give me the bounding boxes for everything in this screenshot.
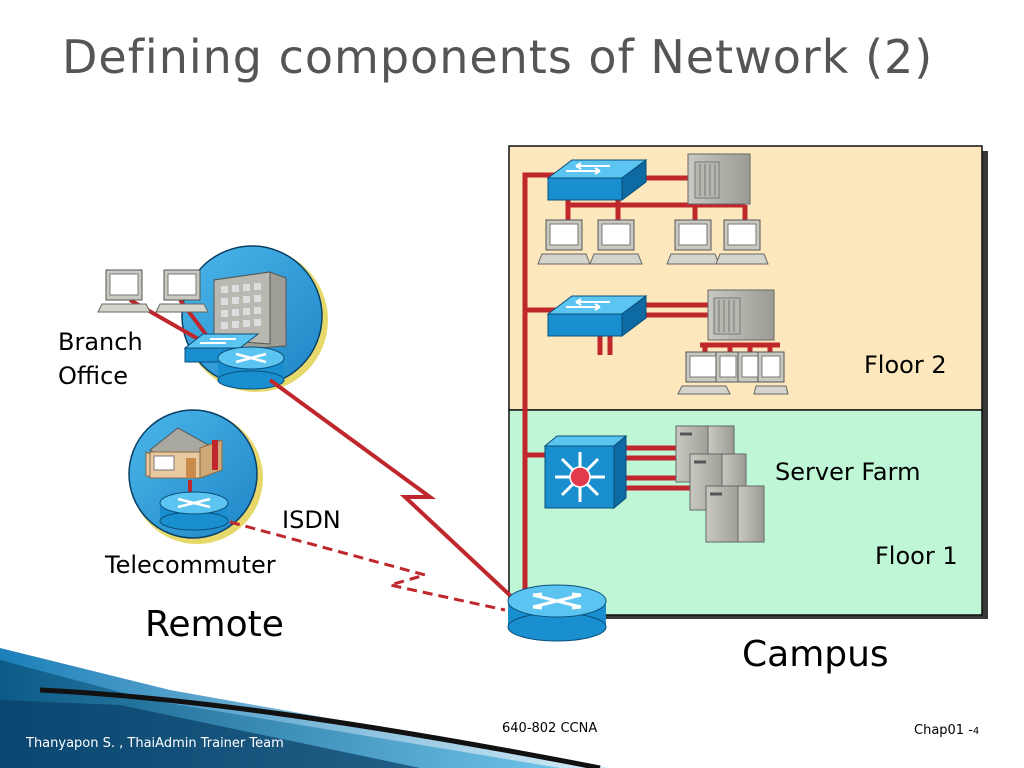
footer-page-number: 4 [972, 726, 980, 737]
footer-chapter-text: Chap01 - [914, 723, 973, 738]
branch-building [213, 271, 287, 351]
isdn-link [229, 520, 506, 612]
floor1-label: Floor 1 [875, 542, 958, 570]
floor2-server-top [687, 153, 751, 205]
campus-router [507, 584, 607, 642]
slide-title: Defining components of Network (2) [62, 30, 934, 84]
campus-label: Campus [742, 634, 889, 675]
wan-link [268, 378, 517, 602]
branch-router [217, 346, 285, 390]
floor2-server-bottom [707, 289, 775, 341]
telecommuter-router [159, 491, 229, 531]
isdn-label: ISDN [282, 506, 341, 534]
multilayer-switch [543, 434, 628, 510]
branch-office-site [97, 245, 328, 392]
house-icon [145, 427, 223, 479]
telecommuter-site [128, 409, 263, 544]
footer-chapter: Chap01 -4 [914, 723, 979, 738]
server-farm [675, 425, 765, 543]
branch-office-label: Branch Office [58, 328, 143, 390]
floor2-pcs [537, 219, 789, 395]
telecommuter-label: Telecommuter [105, 551, 276, 579]
footer-author: Thanyapon S. , ThaiAdmin Trainer Team [26, 736, 284, 751]
bottom-decoration [0, 648, 610, 768]
remote-label: Remote [145, 604, 284, 645]
floor2-label: Floor 2 [864, 351, 947, 379]
floor2-switch-top [546, 159, 648, 201]
footer-course: 640-802 CCNA [502, 721, 598, 736]
server-farm-label: Server Farm [775, 458, 921, 486]
floor2-switch-bottom [546, 295, 648, 337]
